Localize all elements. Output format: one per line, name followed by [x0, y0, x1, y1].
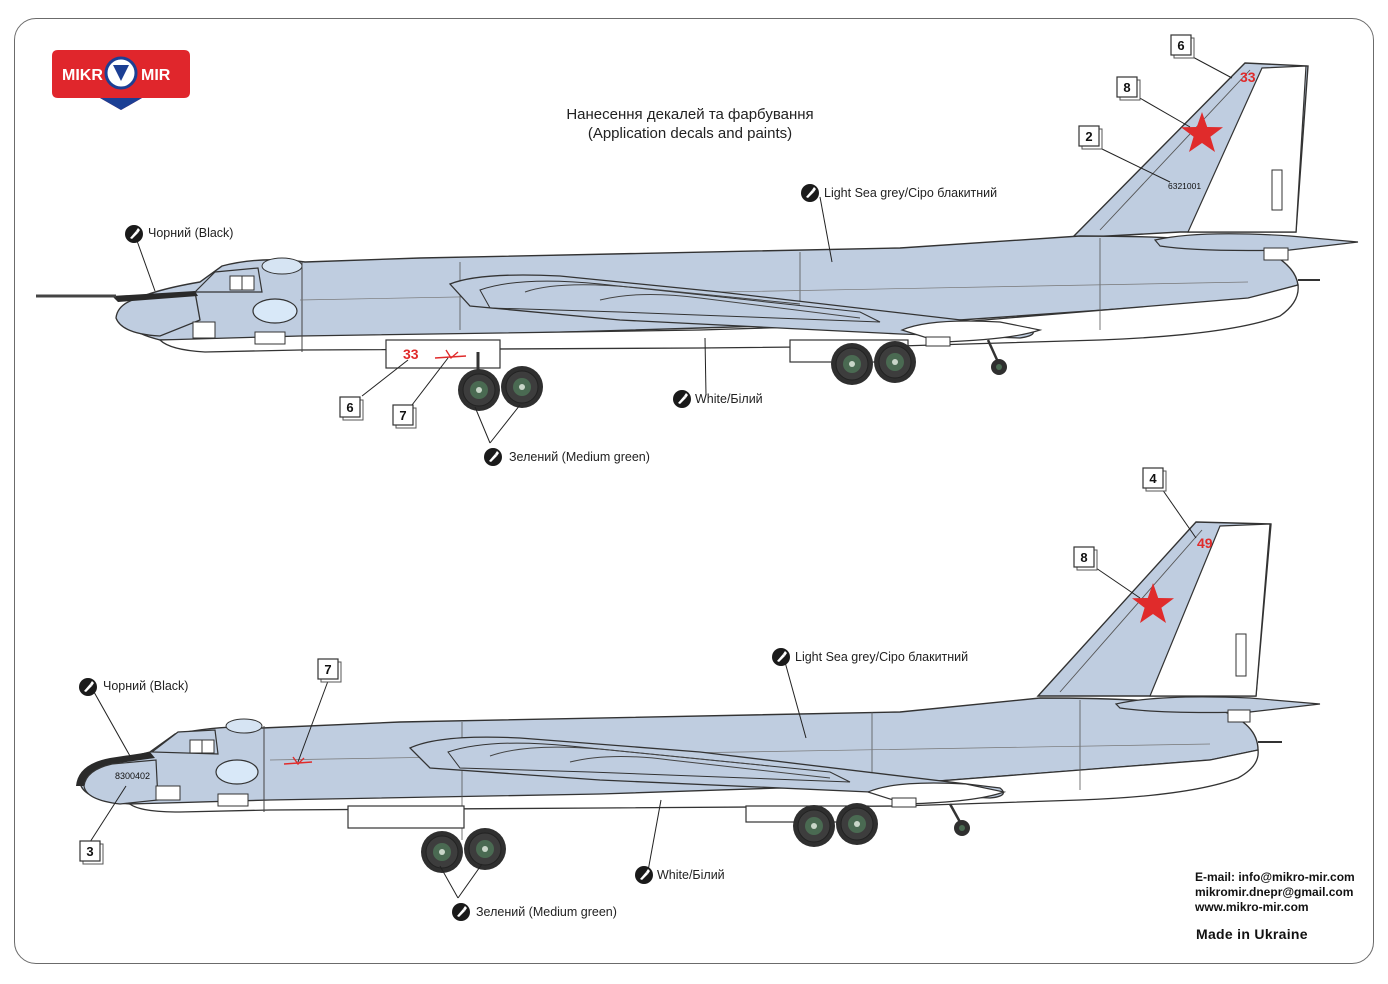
- label-grey-top: Light Sea grey/Сіро блакитний: [824, 186, 997, 200]
- label-black-bottom: Чорний (Black): [103, 679, 188, 693]
- title-line-2: (Application decals and paints): [588, 125, 792, 142]
- label-white-top: White/Білий: [695, 392, 763, 406]
- label-green-bottom: Зелений (Medium green): [476, 905, 617, 919]
- serial-top: 6321001: [1168, 181, 1201, 191]
- contact-web[interactable]: www.mikro-mir.com: [1195, 900, 1309, 914]
- made-in-ukraine: Made in Ukraine: [1196, 926, 1308, 942]
- label-white-bottom: White/Білий: [657, 868, 725, 882]
- tail-number-top: 33: [1240, 69, 1256, 85]
- svg-text:7: 7: [399, 408, 406, 423]
- leaders-bottom: [89, 488, 1197, 899]
- tail-number-bottom: 49: [1197, 535, 1213, 551]
- svg-text:2: 2: [1085, 129, 1092, 144]
- logo-text-right: MIR: [141, 67, 171, 84]
- aircraft-top: 33 6321001 33: [36, 62, 1359, 412]
- callouts-top: 6 8 2 6 7: [339, 34, 1195, 429]
- svg-text:6: 6: [1177, 38, 1184, 53]
- svg-text:7: 7: [324, 662, 331, 677]
- svg-text:8: 8: [1080, 550, 1087, 565]
- logo-text-left: MIKR: [62, 67, 103, 84]
- label-black-top: Чорний (Black): [148, 226, 233, 240]
- label-green-top: Зелений (Medium green): [509, 450, 650, 464]
- mikromir-logo: MIKR MIR: [52, 50, 190, 110]
- sheet-border: [14, 18, 1374, 964]
- svg-text:4: 4: [1149, 471, 1157, 486]
- leaders-top: [135, 54, 1233, 444]
- emblem-bottom: [283, 756, 313, 766]
- emblem-top: [434, 349, 467, 360]
- svg-text:8: 8: [1123, 80, 1130, 95]
- label-grey-bottom: Light Sea grey/Сіро блакитний: [795, 650, 968, 664]
- bay-number-top: 33: [403, 346, 419, 362]
- svg-text:6: 6: [346, 400, 353, 415]
- svg-text:3: 3: [86, 844, 93, 859]
- contact-email[interactable]: E-mail: info@mikro-mir.com: [1195, 870, 1355, 884]
- contact-block: E-mail: info@mikro-mir.com mikromir.dnep…: [1195, 870, 1355, 915]
- contact-email-2[interactable]: mikromir.dnepr@gmail.com: [1195, 885, 1354, 899]
- title-line-1: Нанесення декалей та фарбування: [566, 106, 813, 123]
- aircraft-bottom: 49 8300402: [76, 521, 1321, 874]
- callouts-bottom: 4 8 7 3: [79, 467, 1167, 865]
- nose-serial-bottom: 8300402: [115, 771, 150, 781]
